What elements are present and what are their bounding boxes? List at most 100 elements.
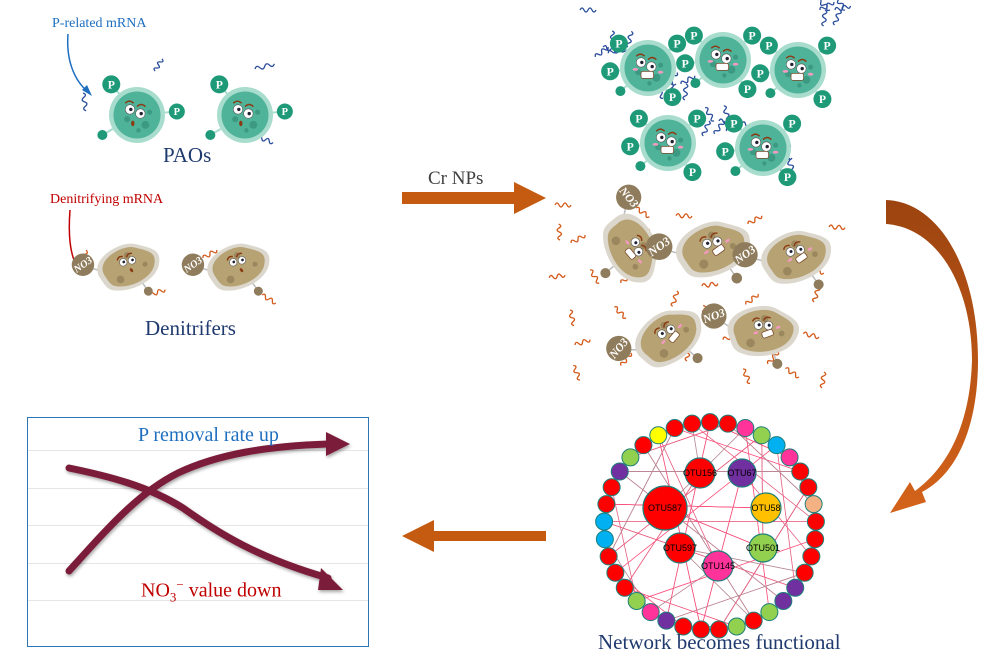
phosphate-marker: [818, 36, 837, 55]
denit-mrna-strand: [556, 223, 563, 241]
eyebrow: [636, 234, 643, 242]
eyebrow: [667, 131, 677, 136]
p-removal-up-arrow: [65, 440, 332, 575]
no3-subscript: 3: [169, 589, 177, 605]
denit-mrna-strand: [819, 371, 827, 389]
phosphate-marker-label: P: [757, 67, 764, 80]
network-node: [597, 495, 616, 514]
cheek: [807, 72, 814, 76]
granule: [783, 266, 792, 276]
cheek: [782, 70, 789, 73]
pao-cell: PP: [205, 75, 293, 143]
phosphate-marker-label: P: [722, 145, 729, 158]
denitrifiers-label: Denitrifers: [145, 316, 236, 340]
cheek: [652, 143, 659, 146]
network-node: [610, 462, 629, 481]
cheek: [677, 145, 684, 149]
network-edge: [619, 471, 784, 602]
network-node: [718, 414, 737, 433]
no3-value-label: NO3− value down: [141, 578, 282, 604]
cheek: [725, 238, 730, 243]
denit-mrna-strand: [675, 213, 693, 219]
phosphate-marker: [716, 142, 735, 161]
granule-marker: [635, 161, 646, 172]
phosphate-marker: [778, 168, 797, 187]
phosphate-marker-label: P: [669, 91, 676, 104]
phosphate-marker-label: P: [627, 140, 634, 153]
nitrate-marker: [606, 335, 632, 362]
denit-mrna-strand: [785, 367, 800, 379]
pupil: [640, 60, 644, 65]
granule: [746, 338, 755, 348]
grin: [715, 62, 730, 71]
p-mrna-strand: [832, 9, 842, 26]
network-node: [615, 578, 634, 597]
pupil: [129, 107, 133, 112]
eyebrow: [136, 103, 146, 108]
network-edge: [624, 587, 737, 627]
phosphate-marker: [676, 54, 695, 73]
pupil: [232, 260, 236, 264]
phosphate-marker-label: P: [690, 30, 697, 43]
pupil: [755, 140, 759, 145]
p-mrna-strand: [153, 58, 164, 72]
eyebrow: [699, 236, 707, 242]
eyebrow: [762, 136, 772, 141]
cheek: [625, 240, 630, 245]
p-mrna-strand: [254, 63, 275, 70]
nitrate-marker: [732, 242, 758, 268]
phosphate-marker-label: P: [674, 38, 681, 51]
pupil: [757, 323, 761, 327]
phosphate-marker: [813, 90, 832, 109]
pupil: [131, 258, 134, 262]
granule: [116, 275, 125, 284]
no3-rest: value down: [183, 579, 282, 602]
network-node: [657, 611, 676, 630]
pupil: [716, 239, 720, 243]
granule: [767, 153, 776, 162]
phosphate-marker-label: P: [694, 113, 701, 126]
phosphate-marker-label: P: [784, 171, 791, 184]
trend-arrows: [65, 432, 350, 590]
cheek: [661, 339, 666, 345]
network-edge: [608, 427, 675, 557]
left-result-arrow: [402, 520, 546, 552]
phosphate-marker: [668, 34, 687, 53]
network-node: [752, 426, 771, 445]
network-node: [802, 547, 821, 566]
eyebrow: [226, 255, 233, 261]
curved-down-arrow: [886, 200, 978, 513]
granule: [802, 75, 811, 84]
phosphate-marker: [684, 26, 703, 45]
denit-mrna-strand: [548, 273, 566, 280]
grin: [755, 150, 770, 159]
network-edge: [776, 445, 796, 588]
granule: [244, 128, 249, 133]
denit-mrna-strand: [614, 306, 627, 320]
denit-mrna-strand: [568, 309, 576, 327]
granule-marker: [730, 166, 741, 177]
pupil: [670, 139, 674, 144]
network-node: [674, 617, 693, 636]
gridline: [28, 563, 368, 564]
network-node: [692, 620, 711, 639]
denit-mrna-strand: [589, 269, 600, 284]
phosphate-marker-label: P: [282, 107, 289, 118]
network-node: [709, 620, 728, 639]
eyebrow: [783, 244, 791, 251]
no3-down-arrow: [65, 464, 332, 582]
denitrifier-cell: NO3: [701, 303, 800, 369]
denit-mrna-strand: [742, 368, 751, 385]
cheek: [732, 62, 739, 66]
hub-node: [750, 492, 782, 524]
cheek: [753, 331, 759, 335]
grin: [668, 330, 680, 343]
grin: [795, 252, 808, 264]
pupil: [237, 107, 241, 112]
